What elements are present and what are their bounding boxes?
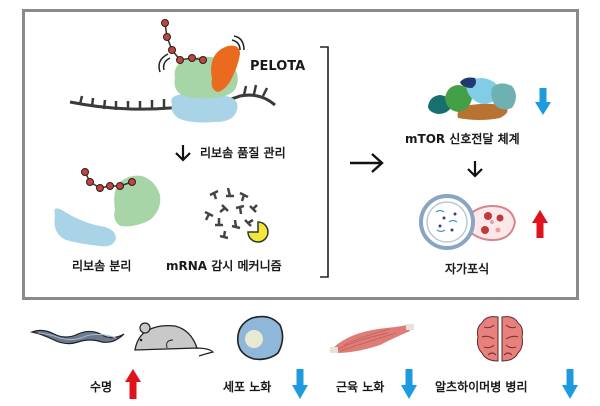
ribosome-pelota-illustration bbox=[69, 19, 276, 123]
autophagy-label: 자가포식 bbox=[445, 262, 490, 276]
mtor-down-arrow-icon bbox=[535, 88, 551, 115]
mtor-label: mTOR 신호전달 체계 bbox=[405, 132, 520, 146]
brain-icon bbox=[477, 316, 523, 362]
lifespan-up-arrow-icon bbox=[125, 369, 141, 399]
ribosome-small-subunit bbox=[171, 93, 238, 123]
main-diagram-frame bbox=[22, 9, 579, 300]
down-arrow-icon bbox=[175, 145, 191, 162]
lysosome-contents bbox=[481, 212, 504, 234]
autophagy-up-arrow-icon bbox=[532, 210, 548, 238]
autophagosome-contents bbox=[435, 209, 458, 233]
muscle-aging-down-arrow-icon bbox=[401, 369, 417, 399]
pelota-protein bbox=[211, 45, 240, 92]
step-label: 리보솜 품질 관리 bbox=[200, 146, 286, 160]
ribosome-separation-illustration bbox=[54, 168, 161, 247]
alzheimers-down-arrow-icon bbox=[562, 369, 578, 399]
mrna-surveillance-illustration bbox=[204, 187, 269, 243]
cellular-senescence-label: 세포 노화 bbox=[223, 380, 272, 394]
peptide-chain bbox=[161, 19, 207, 64]
right-arrow-icon bbox=[350, 153, 384, 173]
pelota-label: PELOTA bbox=[250, 59, 306, 74]
muscle-aging-label: 근육 노화 bbox=[336, 380, 385, 394]
ribosome-separation-label: 리보솜 분리 bbox=[72, 259, 132, 273]
separated-large-subunit bbox=[114, 175, 161, 227]
degradation-enzyme bbox=[247, 221, 269, 243]
muscle-icon bbox=[330, 324, 414, 353]
mtor-complex-illustration bbox=[428, 77, 516, 120]
grouping-bracket bbox=[320, 46, 329, 278]
alzheimers-pathology-label: 알츠하이머병 병리 bbox=[435, 380, 528, 394]
worm-icon bbox=[29, 329, 125, 345]
separated-small-subunit bbox=[54, 208, 116, 247]
released-peptide bbox=[81, 168, 136, 192]
motion-marks bbox=[158, 35, 245, 73]
mouse-icon bbox=[134, 322, 215, 357]
autophagy-illustration bbox=[419, 194, 517, 250]
cellular-senescence-down-arrow-icon bbox=[292, 369, 308, 399]
cell-icon bbox=[236, 315, 284, 361]
down-arrow-icon-2 bbox=[467, 161, 483, 178]
mrna-fragments bbox=[204, 187, 258, 240]
mrna-surveillance-label: mRNA 감시 메커니즘 bbox=[166, 259, 282, 273]
lifespan-label: 수명 bbox=[90, 380, 113, 394]
mrna-bases bbox=[78, 84, 269, 110]
